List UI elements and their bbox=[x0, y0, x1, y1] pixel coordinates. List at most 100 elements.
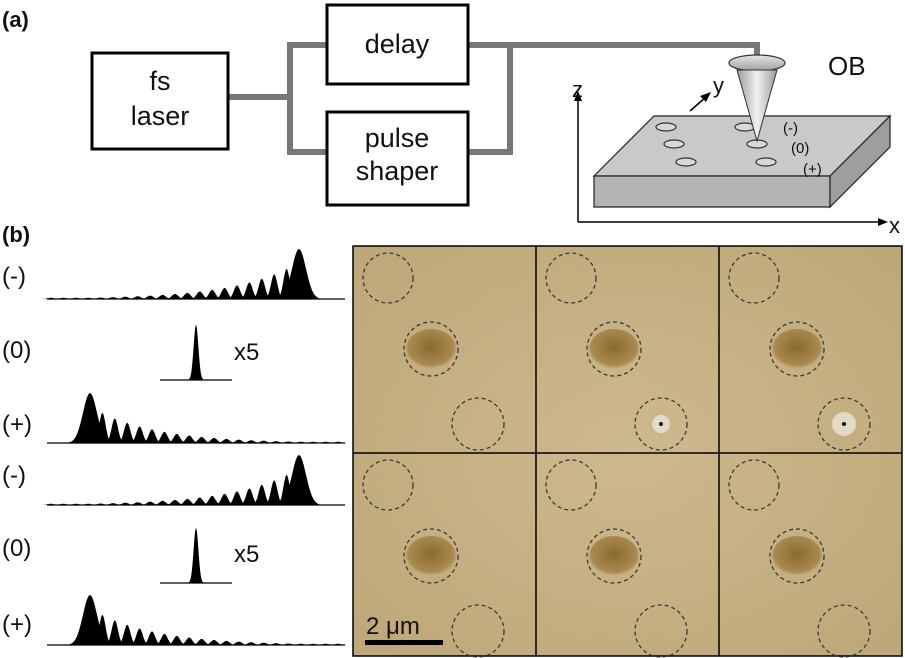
pulse-peak-3-19 bbox=[316, 441, 336, 443]
pulse-peak-1-20 bbox=[41, 297, 61, 299]
pulse-peak-1-5 bbox=[227, 285, 247, 299]
pulse-peak-6-16 bbox=[278, 643, 298, 645]
ablation-spots bbox=[362, 252, 871, 658]
pulse-peak-3-15 bbox=[266, 441, 286, 443]
pulse-peak-3-6 bbox=[154, 431, 174, 443]
pulse-peak-3-12 bbox=[229, 439, 249, 443]
pulse-peak-6-18 bbox=[303, 643, 323, 645]
pulse-peak-6-3 bbox=[117, 624, 137, 645]
micrograph-grid bbox=[352, 245, 903, 657]
crater-outline-1-1 bbox=[586, 528, 642, 584]
pulse-peak-3-11 bbox=[216, 438, 236, 443]
pulse-peak-1-19 bbox=[53, 297, 73, 299]
pulse-peak-4-18 bbox=[66, 503, 86, 505]
pulse-peak-4-2 bbox=[264, 480, 284, 505]
empty-spot-minus-1-0 bbox=[362, 459, 414, 511]
pulse-peak-3-13 bbox=[241, 440, 261, 443]
beam-paths bbox=[228, 42, 760, 155]
pulse-peak-6-10 bbox=[204, 640, 224, 645]
crater-0-2 bbox=[772, 329, 822, 369]
panel-a-label: (a) bbox=[2, 7, 29, 32]
pulse-peak-6-11 bbox=[216, 640, 236, 645]
pulse-peak-4-6 bbox=[215, 493, 235, 505]
delay-box: delay bbox=[325, 3, 470, 86]
row-label-5: (0) bbox=[2, 535, 31, 562]
pulse-peak-1-10 bbox=[165, 294, 185, 299]
pulse-shaper-label-line1: pulse bbox=[365, 123, 430, 153]
crater-0-1 bbox=[589, 329, 639, 369]
pulse-peak-4-11 bbox=[153, 500, 173, 505]
delay-label: delay bbox=[365, 29, 430, 59]
row-label-2: (0) bbox=[2, 337, 31, 364]
empty-spot-plus-1-2 bbox=[817, 604, 871, 658]
pulse-peak-6-13 bbox=[241, 642, 261, 645]
pulse-peak-3-8 bbox=[179, 435, 199, 443]
pulse-peak-4-17 bbox=[78, 503, 98, 505]
crater-outline-0-0 bbox=[403, 321, 459, 377]
crater-outline-1-2 bbox=[769, 528, 825, 584]
focusing-lens-icon bbox=[728, 54, 786, 72]
row-label-4: (-) bbox=[2, 462, 26, 489]
pulse-peak-6-2 bbox=[105, 620, 125, 645]
pulse-peak-3-7 bbox=[167, 433, 187, 443]
pulse-peak-3-18 bbox=[303, 441, 323, 443]
pulse-peak-3-1 bbox=[92, 413, 112, 443]
pulse-peak-4-1 bbox=[277, 475, 297, 505]
pulse-peak-1-11 bbox=[153, 294, 173, 299]
scale-factor-label-2: x5 bbox=[234, 541, 259, 568]
pulse-peak-6-8 bbox=[179, 637, 199, 645]
panel-b-label: (b) bbox=[2, 222, 30, 247]
pulse-peak-1-14 bbox=[115, 296, 135, 299]
pulse-peak-1-4 bbox=[239, 282, 259, 299]
row-label-1: (-) bbox=[2, 263, 26, 290]
empty-spot-minus-1-2 bbox=[728, 459, 780, 511]
pulse-peak-1-6 bbox=[215, 287, 235, 299]
pulse-peak-6-20 bbox=[328, 643, 348, 645]
pulse-peak-4-14 bbox=[115, 502, 135, 505]
pulse-peak-3-20 bbox=[328, 441, 348, 443]
row-label-3: (+) bbox=[2, 411, 32, 438]
empty-spot-plus-1-0 bbox=[451, 604, 505, 658]
pulse-peak-1-2 bbox=[264, 274, 284, 299]
empty-spot-plus-0-2 bbox=[817, 397, 871, 451]
pulse-peak-1-13 bbox=[128, 296, 148, 299]
pulse-peak-6-6 bbox=[154, 633, 174, 645]
sample-holes bbox=[655, 122, 777, 167]
pulse-peak-3-10 bbox=[204, 438, 224, 443]
empty-spot-minus-0-1 bbox=[545, 252, 597, 304]
crater-0-0 bbox=[406, 329, 456, 369]
pulse-peak-6-1 bbox=[92, 615, 112, 645]
pulse-peak-4-9 bbox=[177, 498, 197, 505]
pulse-peak-4-8 bbox=[190, 497, 210, 505]
scale-factor-label-1: x5 bbox=[234, 339, 259, 366]
pulse-peak-1-18 bbox=[66, 297, 86, 299]
fs-laser-label-line2: laser bbox=[131, 101, 190, 131]
pulse-peak-6-15 bbox=[266, 643, 286, 645]
pulse-traces bbox=[41, 249, 348, 646]
pulse-peak-1-17 bbox=[78, 297, 98, 299]
pulse-peak-4-20 bbox=[41, 503, 61, 505]
fs-laser-box: fs laser bbox=[90, 51, 230, 151]
pulse-peak-1-15 bbox=[103, 297, 123, 299]
pulse-peak-1-7 bbox=[202, 289, 222, 299]
pulse-peak-6-17 bbox=[291, 643, 311, 645]
x-axis-label: x bbox=[889, 213, 900, 238]
crater-1-2 bbox=[772, 536, 822, 576]
pulse-peak-6-14 bbox=[254, 642, 274, 645]
pulse-peak-4-7 bbox=[202, 495, 222, 505]
pulse-peak-1-8 bbox=[190, 291, 210, 299]
pulse-peak-1-1 bbox=[277, 269, 297, 299]
scale-bar bbox=[365, 640, 443, 645]
pulse-peak-5-0 bbox=[188, 528, 204, 583]
z-axis-label: z bbox=[572, 77, 583, 102]
pulse-peak-4-10 bbox=[165, 500, 185, 505]
pulse-peak-3-9 bbox=[192, 436, 212, 443]
spot-label-minus: (-) bbox=[783, 120, 798, 137]
pulse-peak-6-5 bbox=[142, 631, 162, 645]
pulse-peak-4-3 bbox=[252, 484, 272, 505]
scale-bar-label: 2 μm bbox=[366, 613, 420, 640]
pulse-peak-4-4 bbox=[239, 488, 259, 505]
pulse-peak-4-16 bbox=[91, 503, 111, 505]
pulse-peak-3-14 bbox=[254, 440, 274, 443]
pulse-peak-3-3 bbox=[117, 422, 137, 443]
